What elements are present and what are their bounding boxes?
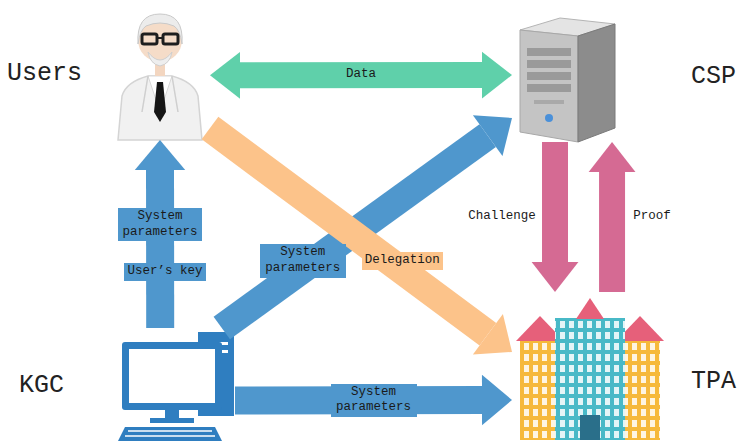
arrow-head — [135, 140, 185, 170]
arrow-head — [482, 375, 512, 425]
arrow-label: Challenge — [465, 208, 539, 226]
arrow-head — [210, 52, 240, 99]
arrow-shaft — [240, 62, 482, 88]
arrow-shaft — [210, 128, 488, 334]
actor-label: CSP — [691, 63, 736, 91]
arrow-label: Delegation — [362, 252, 443, 270]
arrow-label: System parameters — [260, 244, 346, 277]
actor-node: Users — [5, 8, 210, 140]
actor-node: CSP — [512, 12, 742, 142]
arrow-label: System parameters — [331, 384, 417, 417]
actor-label: TPA — [691, 368, 736, 396]
arrow-head — [473, 115, 512, 156]
actor-label: KGC — [19, 372, 64, 400]
arrow-shaft — [146, 170, 174, 328]
server-icon — [520, 18, 615, 142]
computer-icon — [118, 332, 234, 441]
arrow-head — [482, 52, 512, 99]
arrow-label: Proof — [630, 208, 674, 226]
arrow-label: System parameters — [118, 208, 202, 241]
block-arrow — [210, 52, 512, 99]
arrow-label: Data — [343, 66, 379, 84]
actor-label: Users — [7, 60, 82, 88]
actor-node: KGC — [15, 328, 235, 443]
arrow-shaft — [599, 172, 625, 292]
arrow-head — [473, 314, 512, 354]
block-arrow — [210, 128, 512, 354]
arrow-label: User’s key — [124, 263, 205, 281]
building-icon — [516, 298, 664, 440]
arrow-shaft — [542, 142, 568, 262]
user-figure — [118, 14, 202, 140]
arrow-head — [589, 142, 636, 172]
actor-node: TPA — [512, 292, 742, 442]
block-arrow — [589, 142, 636, 292]
block-arrow — [235, 375, 512, 425]
arrow-head — [532, 262, 579, 292]
